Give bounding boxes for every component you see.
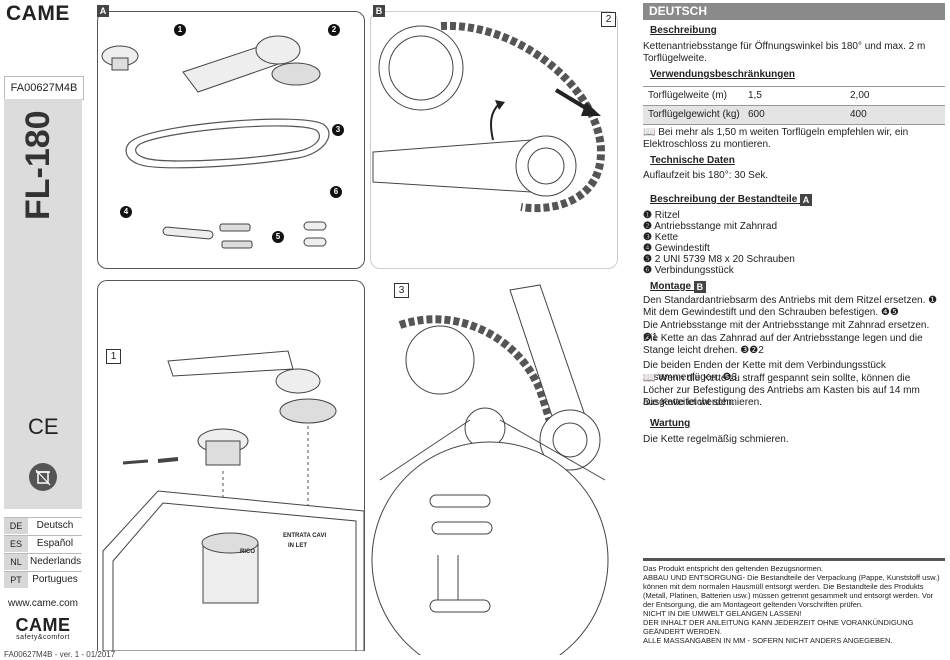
book-icon: 📖 (643, 127, 656, 138)
document-code: FA00627M4B (4, 76, 84, 100)
figure-panel-lower-left: 1 ENTRATA CAVI IN LET RICO (97, 280, 365, 652)
callout-6: 6 (330, 186, 342, 198)
section-title-wartung: Wartung (650, 418, 691, 429)
stencil-text-2: IN LET (288, 543, 307, 549)
language-code: NL (4, 554, 28, 570)
limits-row: Torflügelweite (m) 1,5 2,00 (643, 86, 945, 105)
montage-tag: B (693, 281, 706, 293)
figure-panel-lower-right: 3 (370, 280, 632, 660)
figure-panel-a: A 1 2 3 4 5 6 (97, 5, 365, 269)
section-title-limits: Verwendungsbeschränkungen (650, 69, 796, 80)
figure-panel-b: B 2 (370, 5, 618, 269)
product-band (4, 99, 82, 509)
montage-p6: Die Kette leicht schmieren. (643, 397, 762, 408)
language-code: ES (4, 536, 28, 552)
language-code: PT (4, 572, 28, 588)
language-row-de[interactable]: DE Deutsch (4, 517, 82, 534)
limits-note-text: Bei mehr als 1,50 m weiten Torflügeln em… (643, 127, 909, 150)
callout-3: 3 (332, 124, 344, 136)
parts-list: ❶ Ritzel ❷ Antriebsstange mit Zahnrad ❸ … (643, 210, 795, 276)
limits-label: Torflügelgewicht (kg) (648, 109, 740, 120)
list-item: ❹ Gewindestift (643, 243, 710, 254)
montage-p2: Die Antriebsstange mit der Antriebsstang… (643, 320, 930, 343)
list-item: ❻ Verbindungsstück (643, 265, 734, 276)
list-item: ❸ Kette (643, 232, 679, 243)
parts-title-text: Beschreibung der Bestandteile (650, 194, 798, 205)
montage-p4: Die beiden Enden der Kette mit dem Verbi… (643, 360, 886, 383)
step-1-label: 1 (106, 349, 121, 364)
came-logo-bottom: CAME (15, 615, 71, 635)
limits-value-1: 600 (748, 109, 765, 120)
language-name: Deutsch (36, 520, 74, 531)
montage-title-text: Montage (650, 281, 692, 292)
section-title-beschreibung: Beschreibung (650, 25, 717, 36)
version-line: FA00627M4B - ver. 1 - 01/2017 (4, 650, 116, 659)
chain-link-illustration (371, 284, 609, 660)
parts-illustration (101, 35, 330, 249)
list-item: ❶ Ritzel (643, 210, 680, 221)
footer-line: NICHT IN DIE UMWELT GELANGEN LASSEN! (643, 609, 802, 618)
callout-4: 4 (120, 206, 132, 218)
montage-p5: 📖 Wenn die Kette zu straff gespannt sein… (643, 373, 943, 409)
step-2-label: 2 (601, 12, 616, 27)
language-name: Nederlands (30, 556, 82, 567)
limits-value-1: 1,5 (748, 90, 762, 101)
came-logo-top: CAME (6, 2, 70, 25)
book-icon: 📖 (643, 373, 656, 384)
step-3-label: 3 (394, 283, 409, 298)
product-title: FL-180 (11, 110, 71, 220)
parts-tag: A (800, 194, 813, 206)
assembly-illustration (372, 21, 606, 213)
beschreibung-text: Kettenantriebsstange für Öffnungswinkel … (643, 41, 926, 64)
motor-mount-illustration (102, 350, 365, 652)
callout-2: 2 (328, 24, 340, 36)
logo-tagline: safety&comfort (16, 634, 70, 641)
stencil-text-3: RICO (240, 549, 255, 555)
list-item: ❷ Antriebsstange mit Zahnrad (643, 221, 778, 232)
footer-line: Das Produkt entspricht den geltenden Bez… (643, 564, 824, 573)
wartung-text: Die Kette regelmäßig schmieren. (643, 434, 789, 445)
limits-note: 📖 Bei mehr als 1,50 m weiten Torflügeln … (643, 127, 943, 151)
panel-a-tag: A (97, 5, 109, 17)
section-title-parts: Beschreibung der Bestandteile A (650, 193, 813, 206)
list-item: ❺ 2 UNI 5739 M8 x 20 Schrauben (643, 254, 795, 265)
callout-5: 5 (272, 231, 284, 243)
limits-label: Torflügelweite (m) (648, 90, 727, 101)
website-link[interactable]: www.came.com (7, 598, 78, 609)
callout-1: 1 (174, 24, 186, 36)
language-row-nl[interactable]: NL Nederlands (4, 553, 82, 570)
section-title-tech: Technische Daten (650, 155, 735, 166)
footer-line: ALLE MASSANGABEN IN MM - SOFERN NICHT AN… (643, 636, 893, 645)
language-row-pt[interactable]: PT Portugues (4, 571, 82, 588)
footer-line: ABBAU UND ENTSORGUNG- Die Bestandteile d… (643, 573, 940, 609)
limits-value-2: 2,00 (850, 90, 870, 101)
limits-value-2: 400 (850, 109, 867, 120)
footer-notes: Das Produkt entspricht den geltenden Bez… (643, 558, 945, 648)
footer-line: DER INHALT DER ANLEITUNG KANN JEDERZEIT … (643, 618, 914, 636)
language-name: Portugues (32, 574, 78, 585)
montage-p3: Die Kette an das Zahnrad auf der Antrieb… (643, 333, 923, 356)
weee-bin-icon (29, 463, 57, 491)
tech-text: Auflaufzeit bis 180°: 30 Sek. (643, 170, 769, 181)
section-title-montage: Montage B (650, 280, 706, 293)
language-code: DE (4, 518, 28, 534)
montage-p5-text: Wenn die Kette zu straff gespannt sein s… (643, 373, 920, 408)
stencil-text-1: ENTRATA CAVI (283, 533, 327, 539)
language-row-es[interactable]: ES Español (4, 535, 82, 552)
montage-p1: Den Standardantriebsarm des Antriebs mit… (643, 295, 938, 318)
ce-mark-icon: CE (28, 414, 59, 439)
language-name: Español (36, 538, 74, 549)
language-header: DEUTSCH (643, 3, 945, 20)
product-name-text: FL-180 (19, 110, 57, 220)
panel-b-tag: B (373, 5, 385, 17)
limits-row: Torflügelgewicht (kg) 600 400 (643, 105, 945, 125)
